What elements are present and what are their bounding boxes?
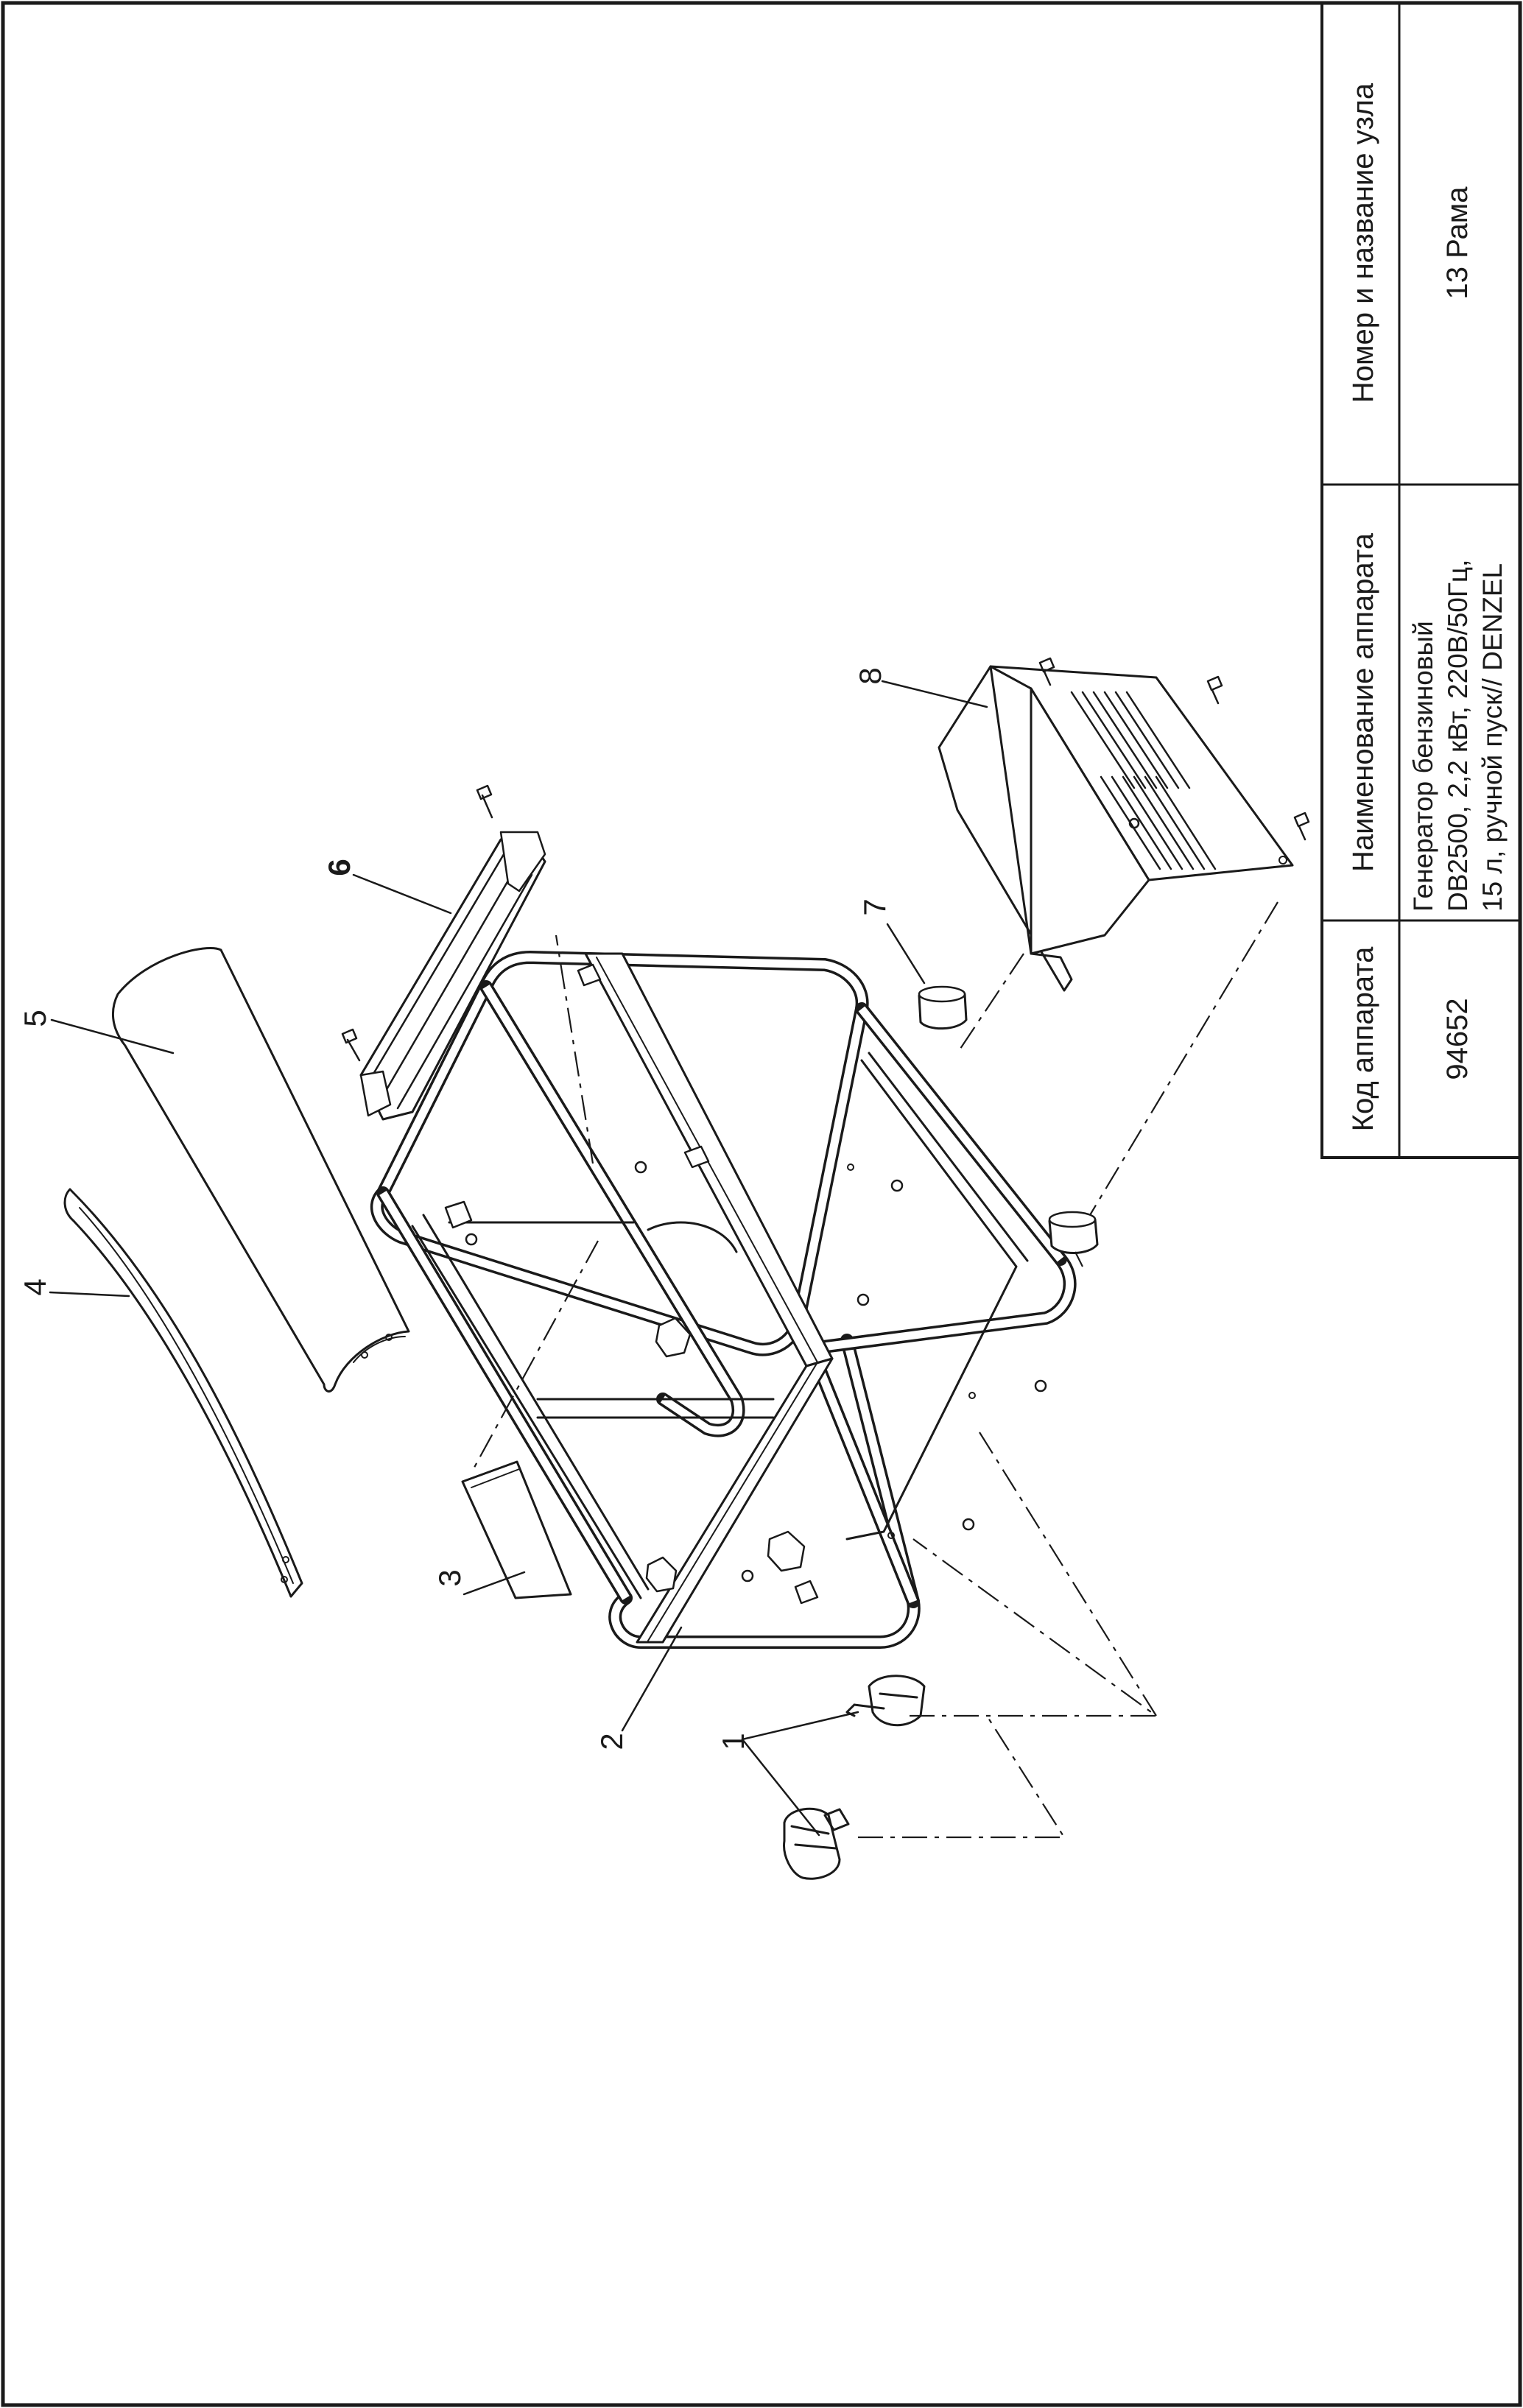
- callout-labels: 1 2 3 4 5 6 7 8: [18, 667, 892, 1750]
- name-line-3: 15 л, ручной пуск// DENZEL: [1477, 563, 1508, 912]
- node-header: Номер и название узла: [1347, 82, 1379, 403]
- exploded-view: 1 2 3 4 5 6 7 8: [18, 657, 1310, 1880]
- node-value: 13 Рама: [1441, 186, 1474, 300]
- callout-1: 1: [716, 1733, 750, 1750]
- part-5-top-cover: [111, 947, 410, 1393]
- part-8-panel-cover: [938, 657, 1310, 992]
- name-line-1: Генератор бензиновый: [1408, 621, 1438, 912]
- name-line-2: DB2500, 2,2 кВт, 220В/50Гц,: [1443, 560, 1473, 912]
- part-6-bracket-rail: [341, 784, 546, 1121]
- callout-5: 5: [18, 1010, 52, 1027]
- callout-3: 3: [432, 1569, 467, 1586]
- callout-7: 7: [857, 898, 892, 915]
- callout-6: 6: [322, 859, 356, 876]
- part-2-frame: [370, 951, 1077, 1649]
- name-header: Наименование аппарата: [1347, 532, 1379, 872]
- code-header: Код аппарата: [1347, 946, 1379, 1131]
- callout-2: 2: [594, 1733, 629, 1750]
- code-value: 94652: [1441, 998, 1474, 1080]
- callout-8: 8: [853, 667, 887, 684]
- part-3-plate: [461, 1460, 572, 1599]
- part-7-rubber-bushings: [918, 985, 1099, 1254]
- assembly-center-lines: [471, 901, 1278, 1839]
- callout-leaders: [49, 680, 988, 1837]
- part-4-side-strip: [63, 1188, 303, 1598]
- callout-4: 4: [18, 1278, 52, 1295]
- title-block: Номер и название узла 13 Рама Наименован…: [1320, 1, 1522, 1159]
- part-1-mounting-feet: [783, 1675, 926, 1880]
